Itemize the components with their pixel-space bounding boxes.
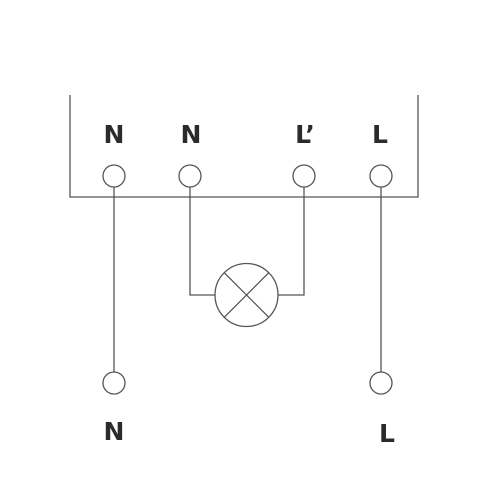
supply-terminal-l: [369, 371, 393, 395]
supply-terminal-label-n: N: [104, 417, 125, 446]
lamp-neutral-wire: [189, 187, 215, 296]
device-terminal-label-l-switched: L’: [295, 120, 315, 149]
device-terminal-n1: [102, 164, 126, 188]
device-terminal-label-n1: N: [104, 120, 125, 149]
supply-terminal-n: [102, 371, 126, 395]
device-terminal-l: [369, 164, 393, 188]
supply-terminal-label-l: L: [379, 419, 395, 448]
device-terminal-label-n2: N: [181, 120, 202, 149]
device-terminal-label-l: L: [372, 120, 388, 149]
device-enclosure: [69, 95, 419, 198]
device-terminal-n2: [178, 164, 202, 188]
device-terminal-l-switched: [292, 164, 316, 188]
lamp-icon: [214, 262, 279, 328]
lamp-switched-live-wire: [278, 187, 305, 296]
